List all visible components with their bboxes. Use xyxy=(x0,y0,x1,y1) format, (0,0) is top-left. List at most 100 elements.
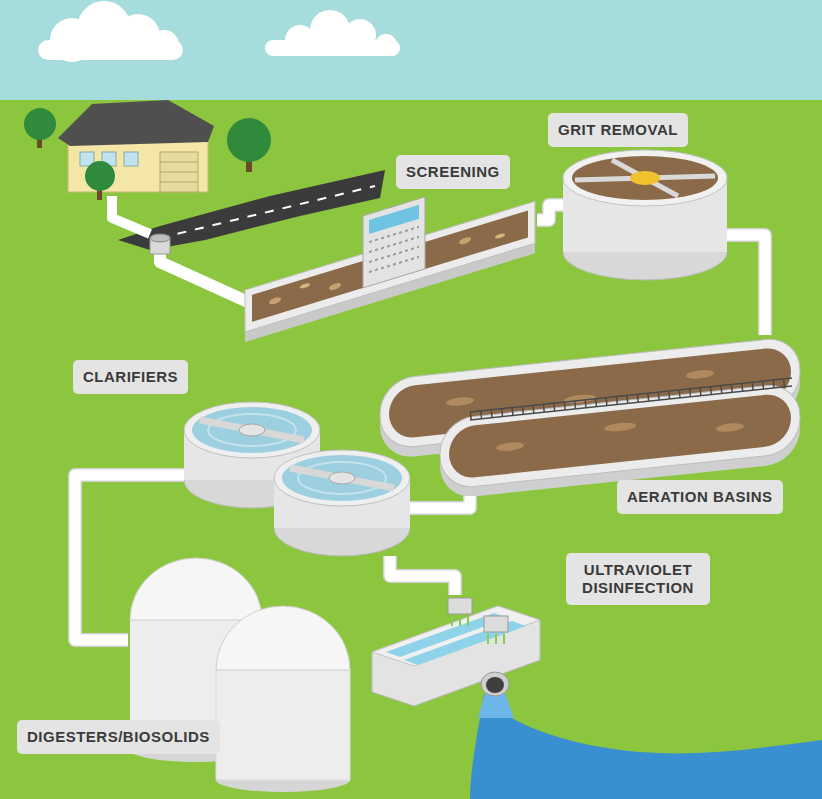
stage-node: DIGESTERS/BIOSOLIDS xyxy=(128,556,352,795)
clarifier-tank xyxy=(200,420,304,440)
aeration-basin xyxy=(440,382,800,490)
uv-channel xyxy=(484,616,508,632)
stage-label: AERATION BASINS xyxy=(617,480,783,514)
sewer-pipe xyxy=(112,196,150,234)
aeration-basin xyxy=(686,369,714,380)
stage-node: SCREENING xyxy=(240,195,537,335)
house xyxy=(160,172,198,173)
pipe-connector xyxy=(410,496,470,508)
clarifier-tank xyxy=(274,450,410,556)
house xyxy=(58,100,214,146)
uv-channel xyxy=(503,634,505,644)
sewer-pipe xyxy=(150,234,170,242)
house xyxy=(160,162,198,163)
pipe-shadow xyxy=(390,556,455,595)
aeration-basin xyxy=(449,392,791,480)
uv-channel xyxy=(448,598,472,614)
screening-channel xyxy=(495,233,505,240)
walkway-railing xyxy=(470,378,792,420)
uv-channel xyxy=(451,616,453,626)
tree xyxy=(24,108,56,140)
cloud xyxy=(38,1,400,62)
grass xyxy=(0,100,822,799)
aeration-basin xyxy=(604,421,636,432)
screening-channel xyxy=(363,197,425,288)
screening-channel xyxy=(369,257,419,272)
grass xyxy=(0,100,822,799)
stage-node: CLARIFIERS xyxy=(184,400,410,556)
sewer-pipe xyxy=(160,252,248,302)
stage-label: DIGESTERS/BIOSOLIDS xyxy=(17,720,220,754)
digester-tank xyxy=(216,670,350,780)
house xyxy=(124,152,138,166)
clarifier-tank xyxy=(208,414,296,446)
grit-tank xyxy=(572,156,718,200)
stage-label: CLARIFIERS xyxy=(73,360,188,394)
grit-tank xyxy=(630,171,660,185)
stage-label: SCREENING xyxy=(396,155,510,189)
sewer-pipe xyxy=(112,196,248,302)
clarifier-tank xyxy=(274,450,410,506)
uv-channel xyxy=(467,616,469,626)
stage-label: GRIT REMOVAL xyxy=(548,113,688,147)
sky xyxy=(0,0,822,102)
house xyxy=(160,182,198,183)
screening-channel xyxy=(245,163,535,342)
uv-channel xyxy=(372,606,540,706)
digester-tank xyxy=(216,606,350,670)
uv-channel xyxy=(481,672,509,696)
uv-channel xyxy=(495,634,497,644)
uv-channel xyxy=(486,677,504,693)
aeration-basin xyxy=(496,441,524,452)
walkway-railing xyxy=(470,386,792,420)
screening-channel xyxy=(329,282,341,292)
stage-node: ULTRAVIOLET DISINFECTION xyxy=(370,595,540,708)
aeration-basin xyxy=(716,422,744,433)
road xyxy=(118,170,385,250)
uv-channel xyxy=(372,606,540,666)
walkway-railing xyxy=(470,378,792,412)
river xyxy=(470,694,822,799)
pipe-connector xyxy=(537,205,563,220)
clarifier-tank xyxy=(192,407,312,453)
uv-channel xyxy=(459,616,461,626)
stage-node: AERATION BASINS xyxy=(430,335,805,496)
pipe-shadow xyxy=(410,496,470,508)
river xyxy=(470,690,822,799)
pipe-shadow xyxy=(75,475,184,640)
digester-tank xyxy=(216,606,350,792)
stage-node: GRIT REMOVAL xyxy=(563,150,727,280)
pipe-connector xyxy=(390,556,455,595)
pipe-connector xyxy=(727,235,765,335)
grit-tank xyxy=(563,150,727,280)
clarifier-tank xyxy=(329,472,355,484)
tree xyxy=(85,161,115,200)
grit-tank xyxy=(612,160,678,196)
house xyxy=(160,152,198,192)
cloud xyxy=(38,40,183,60)
screening-channel xyxy=(269,296,281,306)
stage-label: ULTRAVIOLET DISINFECTION xyxy=(566,553,710,605)
clarifier-tank xyxy=(282,455,402,501)
pipe-shadow xyxy=(537,205,563,220)
pipe-connector xyxy=(75,475,184,640)
uv-channel xyxy=(487,634,489,644)
road xyxy=(160,186,375,238)
cloud xyxy=(265,40,400,56)
tree xyxy=(227,118,271,162)
pipe-shadow xyxy=(727,235,765,335)
screening-channel xyxy=(300,282,310,289)
walkway-railing xyxy=(470,382,792,416)
clarifier-tank xyxy=(239,424,265,436)
grit-tank xyxy=(563,150,727,206)
road xyxy=(118,170,385,250)
house xyxy=(58,100,214,192)
tree xyxy=(85,161,115,191)
clarifier-tank xyxy=(290,468,394,488)
aeration-basin xyxy=(446,396,474,407)
uv-channel xyxy=(372,598,540,706)
digester-tank xyxy=(130,558,262,620)
